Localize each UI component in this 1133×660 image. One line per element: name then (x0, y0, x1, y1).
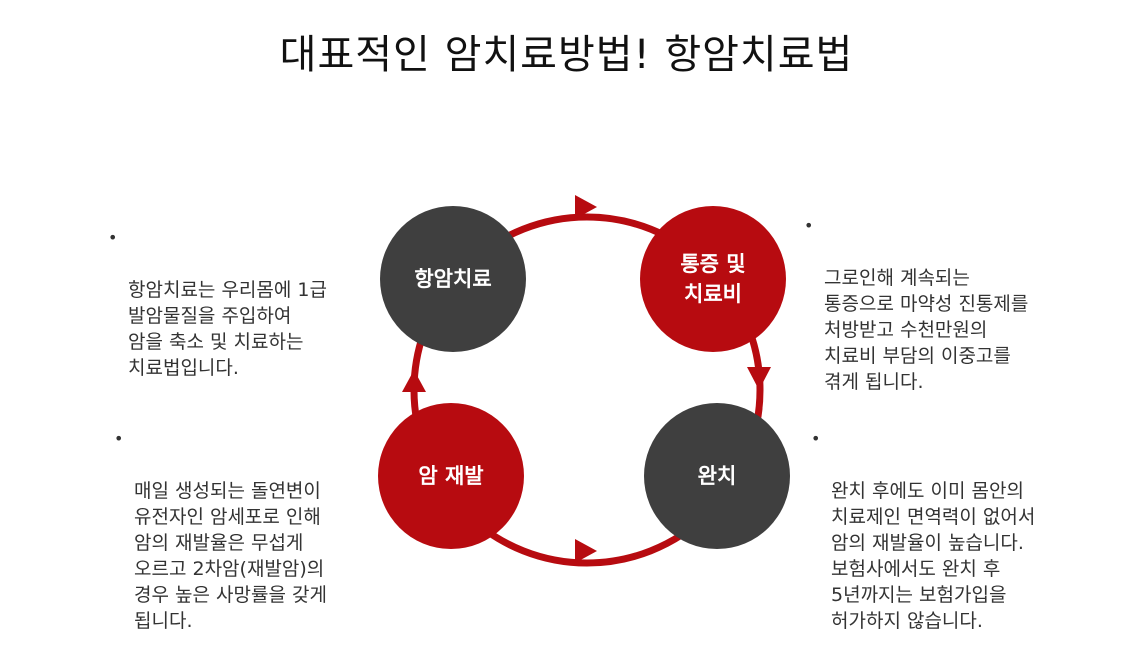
node-pain-and-cost-label: 통증 및 치료비 (680, 251, 746, 306)
desc-relapse: • 매일 생성되는 돌연변이 유전자인 암세포로 인해 암의 재발율은 무섭게 … (114, 426, 327, 660)
desc-pain-and-cost-text: 그로인해 계속되는 통증으로 마약성 진통제를 처방받고 수천만원의 치료비 부… (824, 267, 1029, 393)
desc-cure: • 완치 후에도 이미 몸안의 치료제인 면역력이 없어서 암의 재발율이 높습… (811, 426, 1035, 660)
desc-relapse-text: 매일 생성되는 돌연변이 유전자인 암세포로 인해 암의 재발율은 무섭게 오르… (134, 480, 327, 632)
node-pain-and-cost: 통증 및 치료비 (640, 206, 786, 352)
desc-cure-text: 완치 후에도 이미 몸안의 치료제인 면역력이 없어서 암의 재발율이 높습니다… (831, 480, 1036, 632)
arrow-left (402, 370, 426, 392)
bullet-icon: • (108, 228, 118, 247)
desc-chemotherapy: • 항암치료는 우리몸에 1급 발암물질을 주입하여 암을 축소 및 치료하는 … (108, 225, 327, 407)
desc-chemotherapy-text: 항암치료는 우리몸에 1급 발암물질을 주입하여 암을 축소 및 치료하는 치료… (128, 279, 327, 379)
node-chemotherapy-label: 항암치료 (414, 266, 492, 291)
page-title: 대표적인 암치료방법! 항암치료법 (279, 32, 854, 78)
node-relapse-label: 암 재발 (418, 463, 484, 488)
desc-pain-and-cost: • 그로인해 계속되는 통증으로 마약성 진통제를 처방받고 수천만원의 치료비… (804, 213, 1028, 421)
node-chemotherapy: 항암치료 (380, 206, 526, 352)
arrow-top (575, 195, 597, 219)
node-cure-label: 완치 (697, 463, 737, 488)
bullet-icon: • (811, 429, 821, 448)
node-cure: 완치 (644, 403, 790, 549)
arrow-bottom (575, 539, 597, 563)
arrow-right (747, 367, 771, 390)
cycle-ring (402, 195, 771, 567)
bullet-icon: • (804, 216, 814, 235)
bullet-icon: • (114, 429, 124, 448)
node-relapse: 암 재발 (378, 403, 524, 549)
